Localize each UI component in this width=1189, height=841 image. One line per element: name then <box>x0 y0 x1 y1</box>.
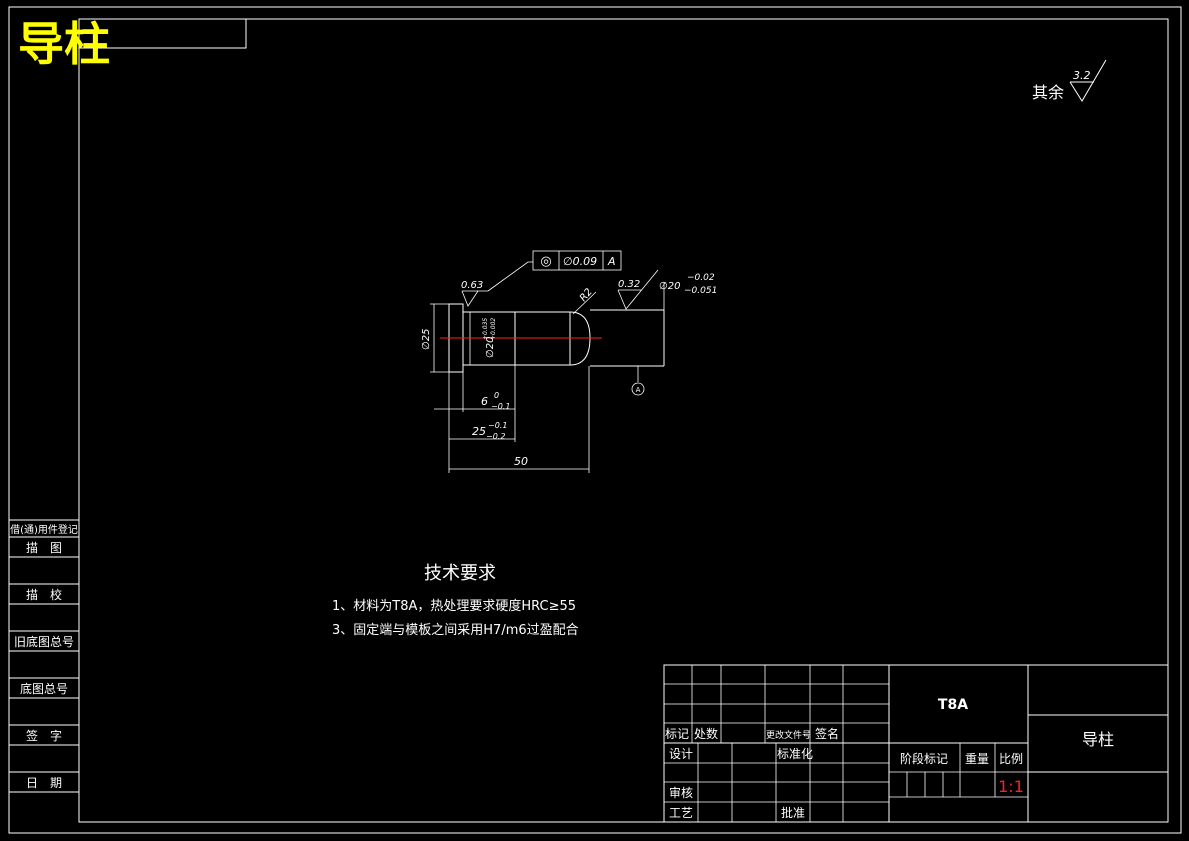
inner-border <box>78 18 1169 823</box>
tb-material: T8A <box>938 697 968 713</box>
tb-mark: 标记 <box>665 727 689 741</box>
tb-review: 审核 <box>669 785 693 800</box>
technical-requirements: 技术要求 1、材料为T8A，热处理要求硬度HRC≥55 3、固定端与模板之间采用… <box>332 563 579 638</box>
roughness-r: R2 <box>578 287 595 304</box>
dim-dia-tip-upper: −0.02 <box>687 273 715 283</box>
dim-dia-tip: ∅20 <box>659 281 680 292</box>
dim-len-fit-upper: −0.1 <box>488 421 507 430</box>
tb-change-doc: 更改文件号 <box>766 729 811 741</box>
side-panel: 借(通)用件登记 描 图 描 校 旧底图总号 底图总号 签 字 日 期 <box>9 519 79 793</box>
dim-dia-body: ∅20 <box>485 337 496 358</box>
title-block: 标记 处数 更改文件号 签名 设计 标准化 审核 工艺 批准 T8A 导柱 阶段… <box>663 664 1169 823</box>
tb-part-name: 导柱 <box>1082 730 1114 749</box>
tb-standard: 标准化 <box>777 747 813 761</box>
surface-finish-label: 其余 <box>1032 83 1064 102</box>
side-label-signature: 签 字 <box>26 728 62 743</box>
dim-dia-tip-lower: −0.051 <box>684 286 717 296</box>
dim-len-fit-lower: −0.2 <box>486 432 505 441</box>
dim-len-head-upper: 0 <box>494 391 499 400</box>
tb-design: 设计 <box>669 747 693 761</box>
tb-scale-label: 比例 <box>999 752 1023 766</box>
dim-dia-head: ∅25 <box>421 329 432 350</box>
side-label-old-base-no: 旧底图总号 <box>14 634 74 649</box>
side-label-base-no: 底图总号 <box>20 681 68 696</box>
dim-len-head: 6 <box>481 395 488 408</box>
side-label-trace: 描 图 <box>26 541 62 555</box>
tolerance-frame <box>532 250 622 271</box>
dim-len-head-lower: −0.1 <box>491 402 510 411</box>
tolerance-datum: A <box>607 255 616 268</box>
tb-stage-mark: 阶段标记 <box>900 751 948 766</box>
dim-len-fit: 25 <box>472 425 486 438</box>
tb-sign: 签名 <box>815 726 839 741</box>
side-label-date: 日 期 <box>26 776 62 790</box>
side-label-borrowed: 借(通)用件登记 <box>10 523 78 536</box>
datum-label: A <box>636 386 641 394</box>
side-label-trace-check: 描 校 <box>26 587 62 602</box>
tech-req-item-3: 3、固定端与模板之间采用H7/m6过盈配合 <box>332 623 579 638</box>
tb-count: 处数 <box>694 726 718 741</box>
surface-finish-value: 3.2 <box>1073 69 1091 82</box>
tolerance-symbol: ◎ <box>540 254 551 269</box>
dim-dia-body-lower: +0.002 <box>490 318 497 340</box>
tolerance-value: ∅0.09 <box>563 255 597 268</box>
title-frame <box>78 18 247 49</box>
roughness-right: 0.32 <box>618 279 640 290</box>
tb-approve: 批准 <box>781 805 805 820</box>
tech-req-item-1: 1、材料为T8A，热处理要求硬度HRC≥55 <box>332 598 576 614</box>
dim-len-total: 50 <box>514 455 528 468</box>
tech-req-title: 技术要求 <box>424 563 496 584</box>
tb-scale-value: 1:1 <box>998 777 1024 796</box>
dim-dia-body-upper: +0.035 <box>482 318 489 340</box>
roughness-left: 0.63 <box>461 280 483 291</box>
datum-circle <box>631 382 645 396</box>
outer-border <box>8 6 1182 834</box>
surface-finish-note: 其余 3.2 <box>1032 59 1107 102</box>
tb-process: 工艺 <box>669 806 693 820</box>
part-drawing: ∅25 ∅20 +0.035 +0.002 6 0 −0.1 25 −0.1 −… <box>421 250 717 473</box>
tb-weight: 重量 <box>965 752 989 766</box>
drawing-title: 导柱 <box>18 17 110 71</box>
